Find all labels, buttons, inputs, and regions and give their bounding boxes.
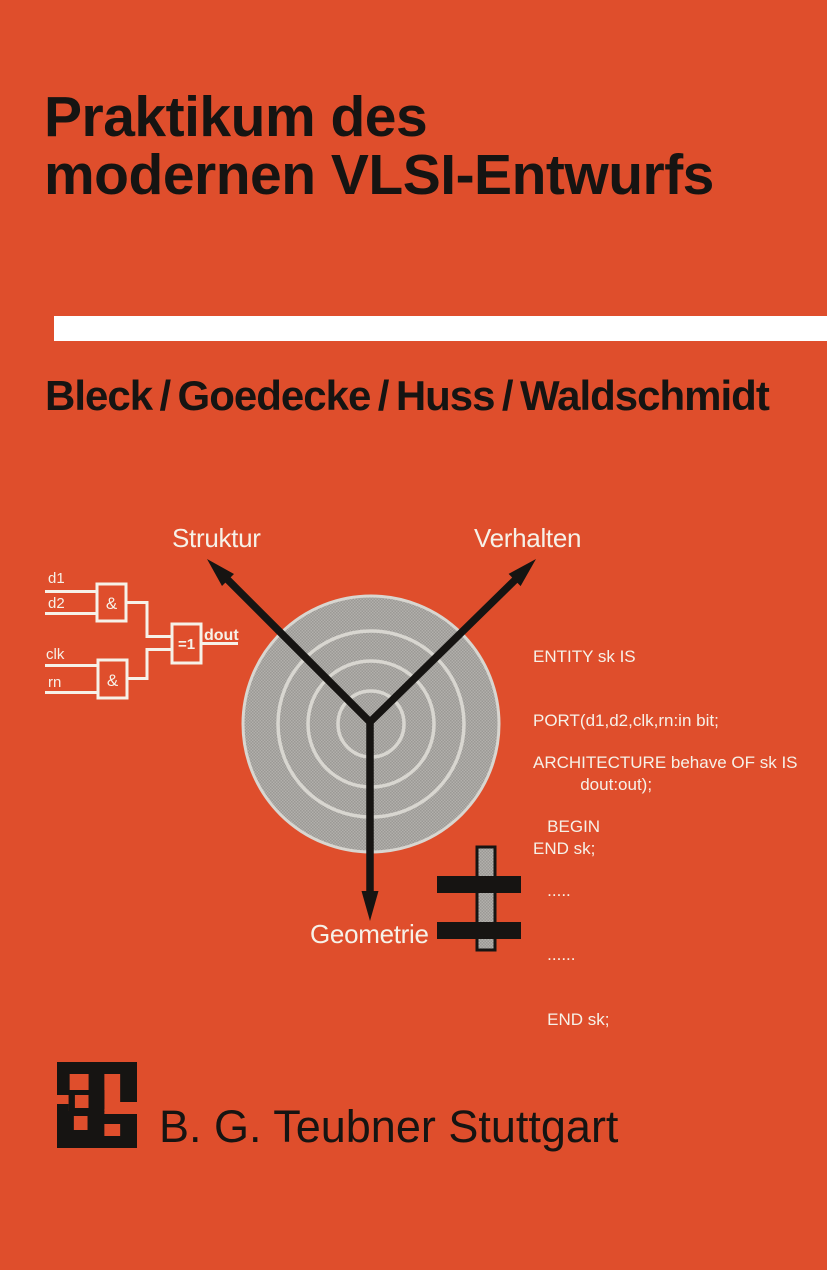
vhdl-architecture-block: ARCHITECTURE behave OF sk IS BEGIN .....… (533, 709, 798, 1073)
schematic-input-d1-label: d1 (48, 570, 65, 587)
vhdl-line: BEGIN (533, 817, 601, 837)
axis-label-verhalten: Verhalten (474, 523, 582, 553)
and-gate-1-label: & (106, 594, 118, 613)
vhdl-line: ARCHITECTURE behave OF sk IS (533, 752, 798, 772)
vhdl-line: ..... (533, 881, 571, 901)
xor-gate-label: =1 (178, 636, 195, 653)
axis-arrow-geometrie (361, 722, 379, 921)
publisher-name: B. G. Teubner Stuttgart (159, 1101, 619, 1152)
book-title-line2: modernen VLSI-Entwurfs (44, 143, 714, 207)
schematic-input-rn-label: rn (48, 674, 61, 691)
vhdl-line: END sk; (533, 1009, 610, 1029)
vhdl-entity-block: ENTITY sk IS PORT(d1,d2,clk,rn:in bit; d… (533, 603, 719, 903)
schematic-output-dout-label: dout (204, 627, 239, 644)
vhdl-line: END sk; (533, 839, 596, 859)
teubner-logo-icon (57, 1062, 137, 1148)
and-gate-2-label: & (107, 671, 119, 690)
vhdl-line: ENTITY sk IS (533, 646, 636, 666)
book-title: Praktikum des modernen VLSI-Entwurfs (44, 88, 714, 204)
schematic-input-clk-label: clk (46, 646, 65, 663)
vhdl-line: dout:out); (533, 775, 653, 795)
vhdl-line: PORT(d1,d2,clk,rn:in bit; (533, 711, 719, 731)
axis-arrow-struktur (207, 559, 373, 725)
schematic-input-d2-label: d2 (48, 595, 65, 612)
axis-arrow-verhalten (367, 559, 536, 725)
vhdl-line: ...... (533, 945, 576, 965)
book-title-line1: Praktikum des (44, 85, 428, 149)
separator-bar (54, 316, 827, 341)
authors-line: Bleck / Goedecke / Huss / Waldschmidt (45, 372, 770, 419)
axis-label-geometrie: Geometrie (310, 919, 429, 949)
axis-label-struktur: Struktur (172, 523, 261, 553)
layout-symbol (437, 845, 521, 952)
gate-schematic: d1 d2 & clk rn & =1 dout (45, 570, 239, 700)
